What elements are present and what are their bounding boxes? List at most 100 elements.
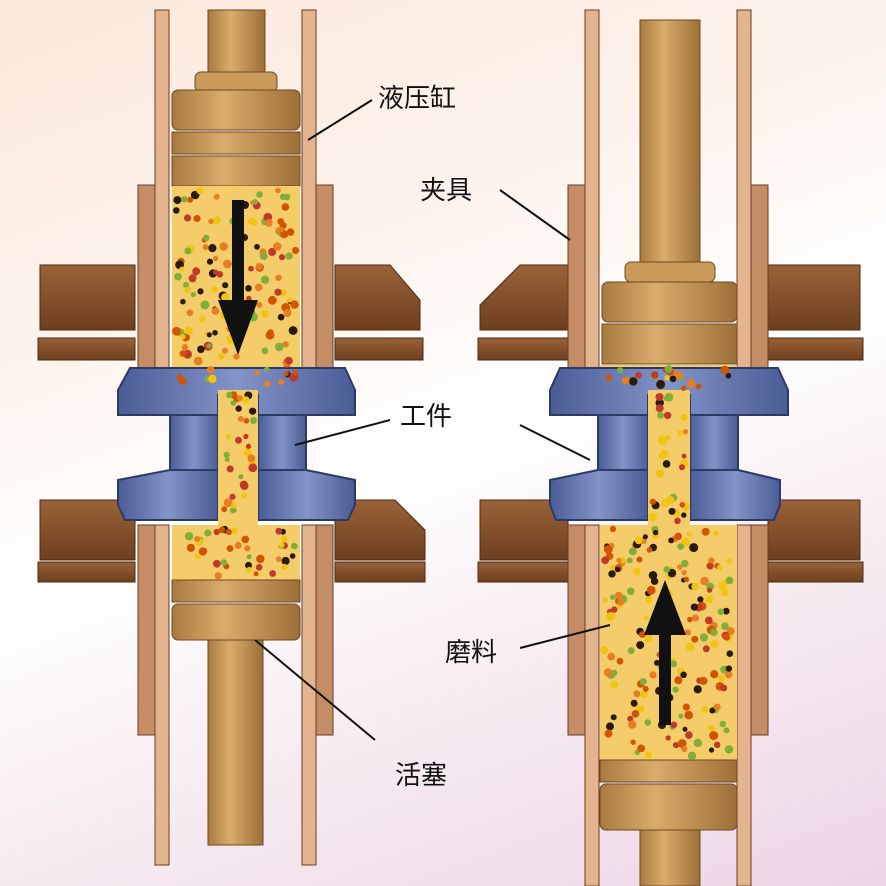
abrasive-particle (674, 676, 683, 685)
abrasive-particle (702, 645, 710, 653)
abrasive-particle (657, 436, 667, 445)
abrasive-particle (639, 678, 647, 686)
abrasive-particle (245, 443, 252, 449)
abrasive-particle (184, 286, 191, 293)
arrow-up-icon (644, 580, 686, 725)
abrasive-particle (670, 660, 678, 668)
abrasive-particle (221, 293, 230, 302)
abrasive-particle (655, 404, 664, 413)
abrasive-particle (187, 196, 194, 203)
abrasive-particle (246, 554, 252, 560)
abrasive-particle (203, 234, 210, 241)
abrasive-particle (246, 295, 252, 302)
abrasive-particle (174, 272, 182, 281)
abrasive-particle (637, 705, 645, 713)
abrasive-particle (273, 242, 282, 251)
abrasive-particle (681, 559, 689, 568)
abrasive-particle (681, 453, 687, 459)
abrasive-particle (699, 676, 708, 686)
abrasive-particle (717, 564, 723, 571)
abrasive-particle (179, 266, 185, 272)
abrasive-particle (184, 532, 194, 541)
abrasive-particle (256, 191, 263, 198)
abrasive-particle (719, 720, 727, 728)
abrasive-particle (695, 383, 702, 390)
abrasive-particle (255, 262, 263, 271)
lower-piston (599, 759, 738, 831)
abrasive-particle (226, 465, 234, 473)
abrasive-particle (239, 480, 248, 489)
abrasive-particle (682, 429, 689, 435)
abrasive-particle (636, 556, 643, 563)
abrasive-particle (628, 720, 637, 729)
abrasive-particle (648, 571, 658, 580)
abrasive-particle (212, 255, 219, 262)
abrasive-particle (604, 729, 613, 738)
abrasive-particle (256, 554, 265, 564)
lower-rod (639, 829, 701, 886)
abrasive-particle (652, 529, 659, 536)
abrasive-particle (283, 193, 291, 201)
abrasive-particle (260, 275, 270, 284)
abrasive-particle (627, 647, 635, 655)
arrow-down-icon (218, 200, 258, 355)
abrasive-particle (633, 690, 641, 698)
abrasive-particle (216, 271, 224, 278)
abrasive-particle (642, 534, 648, 540)
abrasive-particle (655, 393, 664, 401)
abrasive-particle (682, 703, 691, 711)
abrasive-particle (184, 326, 193, 335)
abrasive-particle (689, 543, 699, 553)
abrasive-particle (241, 535, 250, 544)
abrasive-particle (261, 309, 269, 318)
abrasive-particle (223, 451, 230, 458)
abrasive-particle (656, 379, 666, 389)
abrasive-particle (275, 187, 281, 194)
abrasive-particle (708, 557, 715, 564)
abrasive-particle (248, 463, 258, 473)
abrasive-particle (287, 297, 293, 303)
abrasive-particle (697, 596, 704, 603)
abrasive-particle (634, 536, 643, 545)
abrasive-particle (278, 542, 285, 548)
abrasive-particle (687, 751, 697, 760)
abrasive-particle (681, 569, 687, 576)
abrasive-particle (726, 650, 734, 657)
leader-lines (254, 99, 611, 741)
abrasive-particle (208, 374, 217, 384)
abrasive-particle (264, 366, 270, 372)
abrasive-particle (667, 568, 677, 578)
abrasive-particle (194, 536, 201, 542)
abrasive-particle (281, 563, 288, 571)
abrasive-particle (268, 248, 277, 256)
abrasive-particle (648, 512, 657, 522)
abrasive-particle (713, 531, 719, 536)
abrasive-particle (230, 400, 237, 406)
abrasive-particle (665, 735, 671, 741)
abrasive-particle (193, 214, 201, 223)
abrasive-particle (254, 370, 260, 376)
abrasive-particle (264, 219, 273, 227)
abrasive-particle (706, 562, 714, 570)
abrasive-particle (718, 675, 725, 682)
abrasive-particle (243, 433, 249, 440)
abrasive-particle (208, 244, 217, 253)
abrasive-particle (663, 566, 671, 573)
abrasive-particle (275, 527, 283, 535)
abrasive-particle (206, 343, 212, 349)
abrasive-particle (644, 751, 653, 759)
abrasive-particle (617, 598, 625, 606)
abrasive-particle (202, 244, 209, 251)
abrasive-particle (252, 199, 258, 205)
abrasive-particle (621, 376, 631, 385)
abrasive-particle (614, 591, 623, 600)
abrasive-particle (672, 742, 680, 749)
base-plates-lower (37, 499, 426, 583)
abrasive-particle (663, 396, 669, 401)
abrasive-particle (253, 571, 259, 577)
abrasive-particle (693, 685, 702, 694)
abrasive-particle (690, 603, 698, 611)
abrasive-particle (686, 379, 696, 388)
abrasive-particle (275, 342, 284, 352)
abrasive-particle (280, 230, 289, 239)
